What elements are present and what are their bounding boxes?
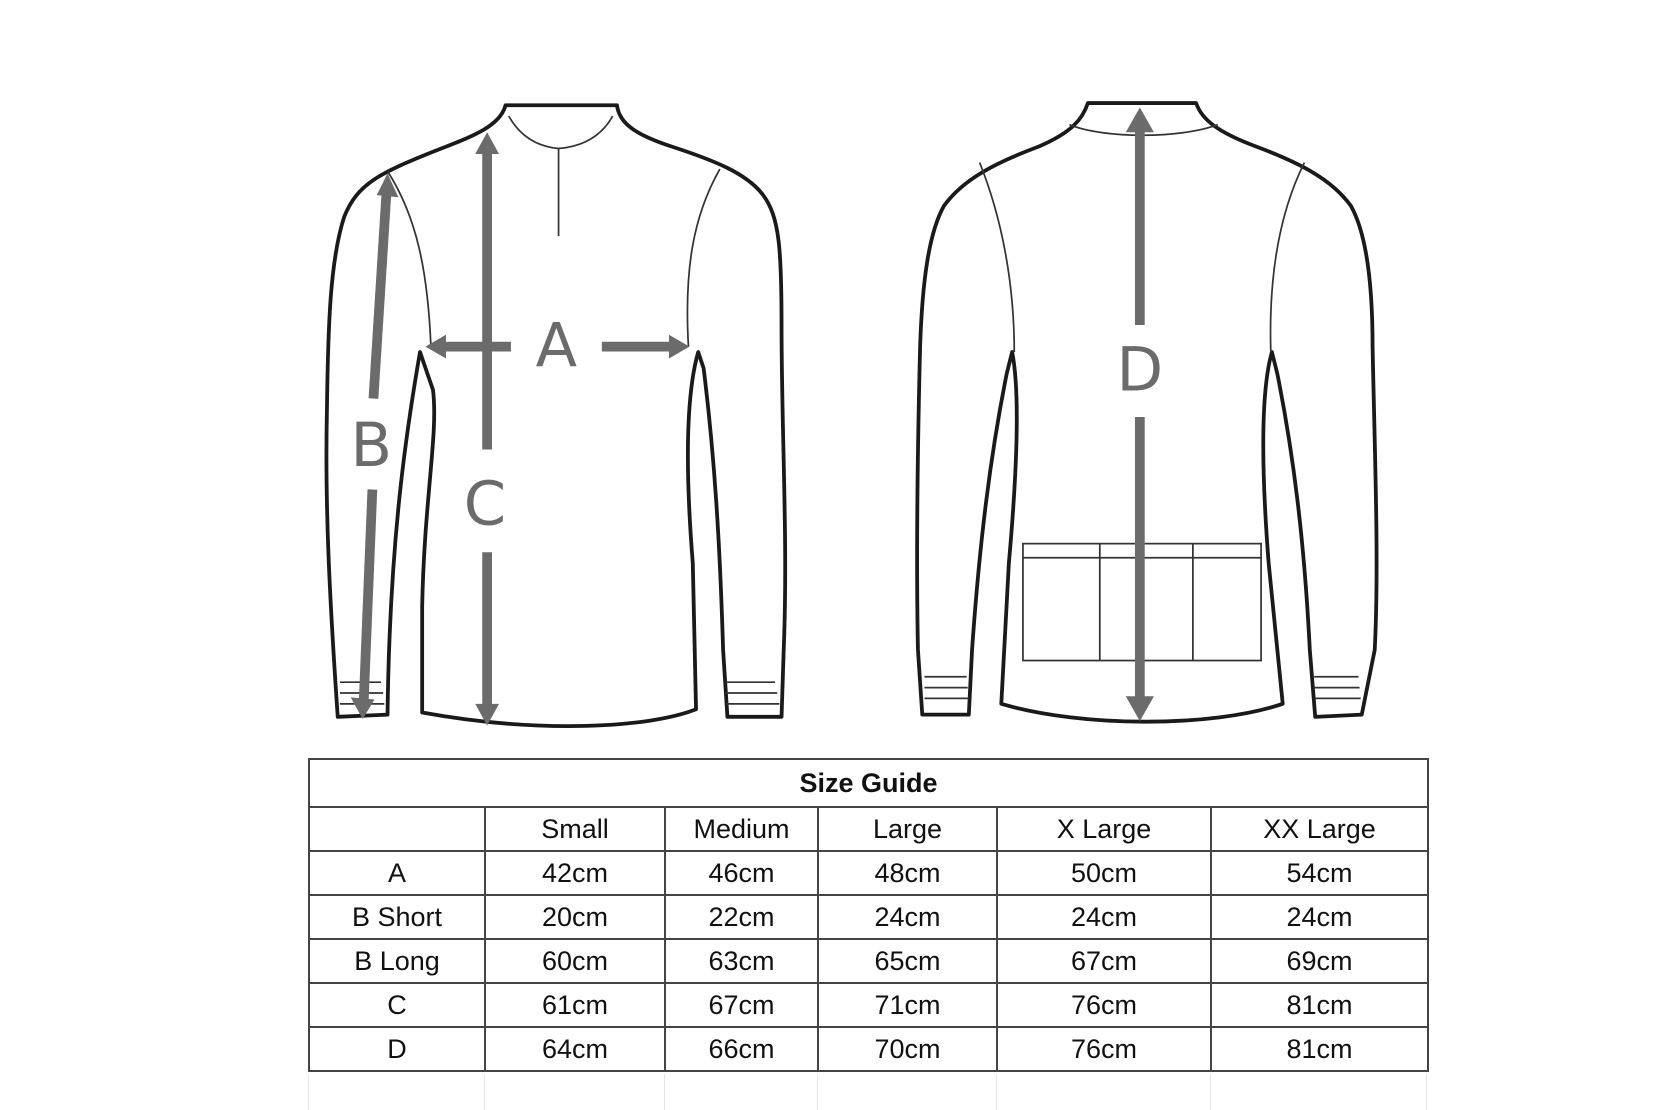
arrow-b — [358, 192, 392, 702]
table-cell: 66cm — [664, 1026, 819, 1072]
table-cell: 54cm — [1209, 850, 1430, 896]
table-cell: 81cm — [1209, 1026, 1430, 1072]
table-cell: 67cm — [664, 982, 819, 1028]
table-cell: 24cm — [817, 894, 998, 940]
table-cell: 22cm — [664, 894, 819, 940]
table-cell: 70cm — [817, 1026, 998, 1072]
table-cell: 76cm — [996, 982, 1212, 1028]
table-cell: 42cm — [484, 850, 666, 896]
column-header: Small — [484, 806, 666, 852]
row-label: D — [308, 1026, 486, 1072]
row-label: B Long — [308, 938, 486, 984]
row-label: B Short — [308, 894, 486, 940]
row-label: A — [308, 850, 486, 896]
table-cell: 67cm — [996, 938, 1212, 984]
table-cell: 60cm — [484, 938, 666, 984]
table-cell: 69cm — [1209, 938, 1430, 984]
size-guide-table: Size Guide Small Medium Large X Large XX… — [307, 758, 1430, 1072]
table-cell: 50cm — [996, 850, 1212, 896]
back-jersey: D — [915, 101, 1379, 724]
label-c: C — [464, 470, 506, 540]
row-label: C — [308, 982, 486, 1028]
table-cell: 64cm — [484, 1026, 666, 1072]
table-cell: 81cm — [1209, 982, 1430, 1028]
column-header: XX Large — [1209, 806, 1430, 852]
table-cell: 61cm — [484, 982, 666, 1028]
table-row: C 61cm 67cm 71cm 76cm 81cm — [308, 982, 1430, 1028]
column-header — [308, 806, 486, 852]
label-d: D — [1117, 335, 1164, 405]
label-b: B — [350, 411, 392, 481]
table-cell: 71cm — [817, 982, 998, 1028]
table-cell: 24cm — [996, 894, 1212, 940]
column-header: Large — [817, 806, 998, 852]
table-row: B Long 60cm 63cm 65cm 67cm 69cm — [308, 938, 1430, 984]
table-cell: 24cm — [1209, 894, 1430, 940]
table-cell: 46cm — [664, 850, 819, 896]
table-cell: 63cm — [664, 938, 819, 984]
table-row: A 42cm 46cm 48cm 50cm 54cm — [308, 850, 1430, 896]
table-title: Size Guide — [307, 758, 1430, 808]
column-header: X Large — [996, 806, 1212, 852]
table-cell: 76cm — [996, 1026, 1212, 1072]
label-a: A — [536, 312, 577, 382]
table-cell: 65cm — [817, 938, 998, 984]
table-cell: 20cm — [484, 894, 666, 940]
front-jersey: A B C — [324, 103, 788, 728]
table-header-row: Small Medium Large X Large XX Large — [308, 806, 1430, 852]
table-row: D 64cm 66cm 70cm 76cm 81cm — [308, 1026, 1430, 1072]
table-row: B Short 20cm 22cm 24cm 24cm 24cm — [308, 894, 1430, 940]
column-header: Medium — [664, 806, 819, 852]
faded-gridlines — [308, 1074, 1427, 1110]
table-cell: 48cm — [817, 850, 998, 896]
